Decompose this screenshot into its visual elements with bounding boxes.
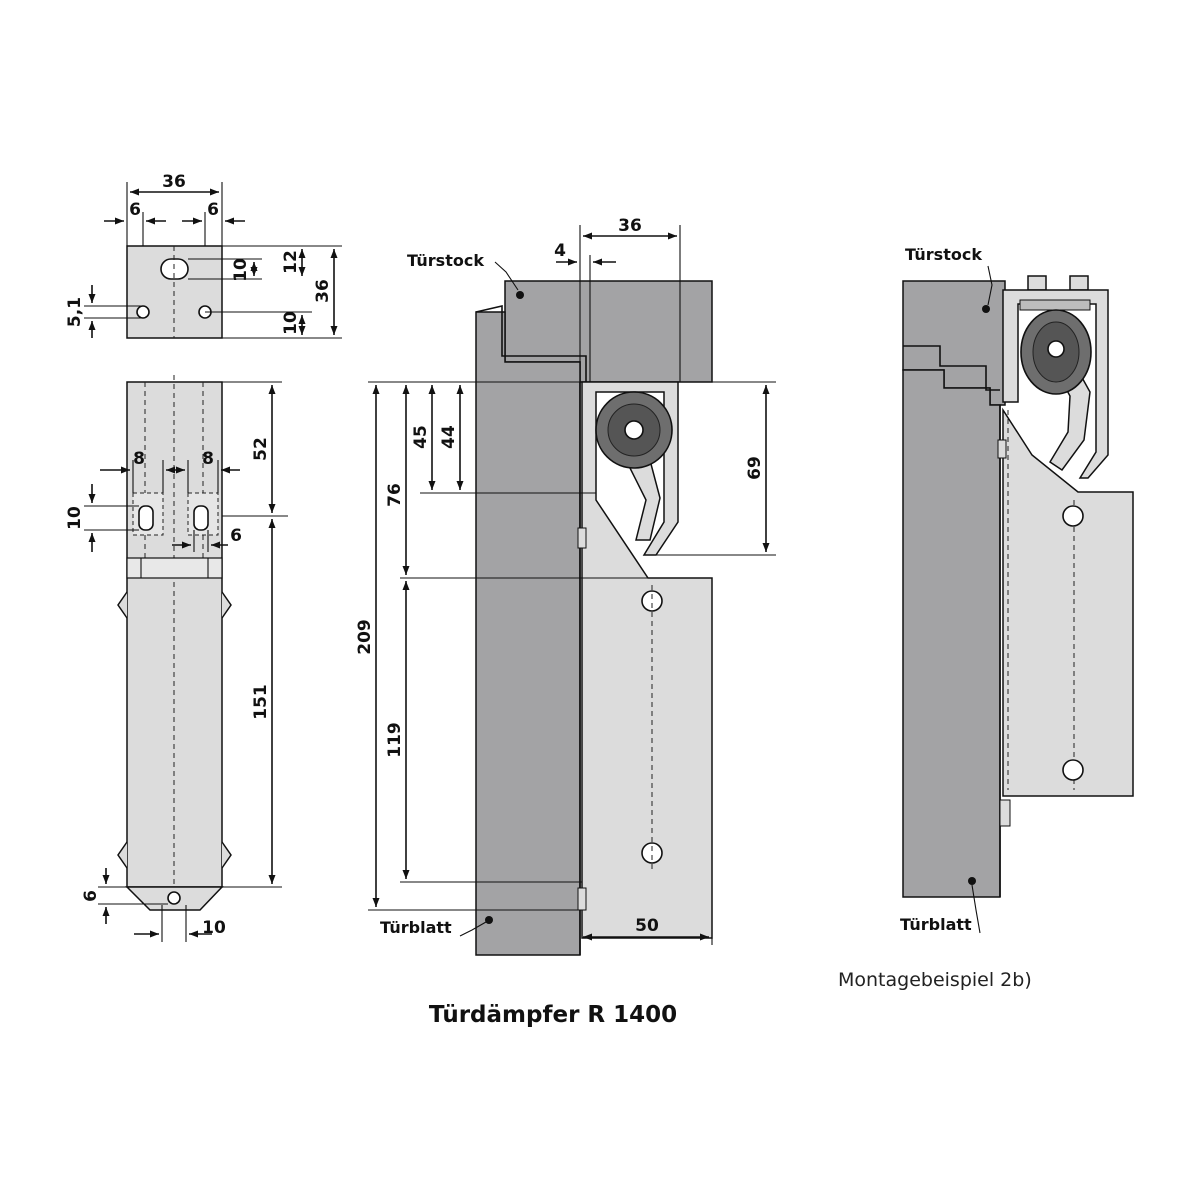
- plate-hole-left: [136, 305, 150, 319]
- middle-view: Türstock Türblatt 36 4 45 44 76 119: [355, 216, 776, 1028]
- label-tuerblatt-mid: Türblatt: [380, 918, 452, 937]
- mount-hole-top: [641, 590, 663, 612]
- damper-bracket-right: [1002, 289, 1109, 479]
- mount-hole-top-right: [1062, 505, 1084, 527]
- mount-hole-bottom-right: [1062, 759, 1084, 781]
- label-tuerblatt-right: Türblatt: [900, 915, 972, 934]
- dim-6-right: 6: [207, 200, 219, 220]
- dim-44: 44: [439, 425, 459, 449]
- dim-6-bottom: 6: [81, 890, 101, 902]
- dim-4: 4: [554, 241, 566, 261]
- caption-montagebeispiel: Montagebeispiel 2b): [838, 969, 1032, 991]
- dim-10-bottom: 10: [281, 311, 301, 335]
- right-view: Türstock Türblatt Montagebeispiel 2b): [838, 245, 1134, 991]
- dim-10-slot: 10: [231, 258, 251, 282]
- drawing-title: Türdämpfer R 1400: [429, 1002, 677, 1028]
- dim-36-mid: 36: [618, 216, 642, 236]
- dim-119: 119: [385, 722, 405, 758]
- damper-mount-plate-right: [1002, 407, 1134, 797]
- dim-5-1: 5,1: [65, 297, 85, 327]
- left-view: 36 6 6 10 12 36 10 5,1: [65, 172, 342, 942]
- dim-50: 50: [635, 916, 659, 936]
- dim-209: 209: [355, 619, 375, 655]
- dim-10-vert: 10: [65, 506, 85, 530]
- dim-8-left: 8: [133, 449, 145, 469]
- dim-151: 151: [251, 684, 271, 720]
- label-tuerstock-mid: Türstock: [407, 251, 484, 270]
- door-leaf-tuerblatt-right: [902, 369, 1001, 898]
- dim-45: 45: [411, 425, 431, 449]
- dim-12: 12: [281, 250, 301, 274]
- mount-hole-bottom: [641, 842, 663, 864]
- dim-6-slot: 6: [230, 526, 242, 546]
- dim-36-top: 36: [162, 172, 186, 192]
- dim-8-right: 8: [202, 449, 214, 469]
- dim-10-bottom-width: 10: [202, 918, 226, 938]
- label-tuerstock-right: Türstock: [905, 245, 982, 264]
- dim-52: 52: [251, 437, 271, 461]
- dim-36-height: 36: [313, 279, 333, 303]
- dim-69: 69: [745, 456, 765, 480]
- dim-6-left: 6: [129, 200, 141, 220]
- door-leaf-tuerblatt: [475, 311, 581, 956]
- dim-76: 76: [385, 483, 405, 507]
